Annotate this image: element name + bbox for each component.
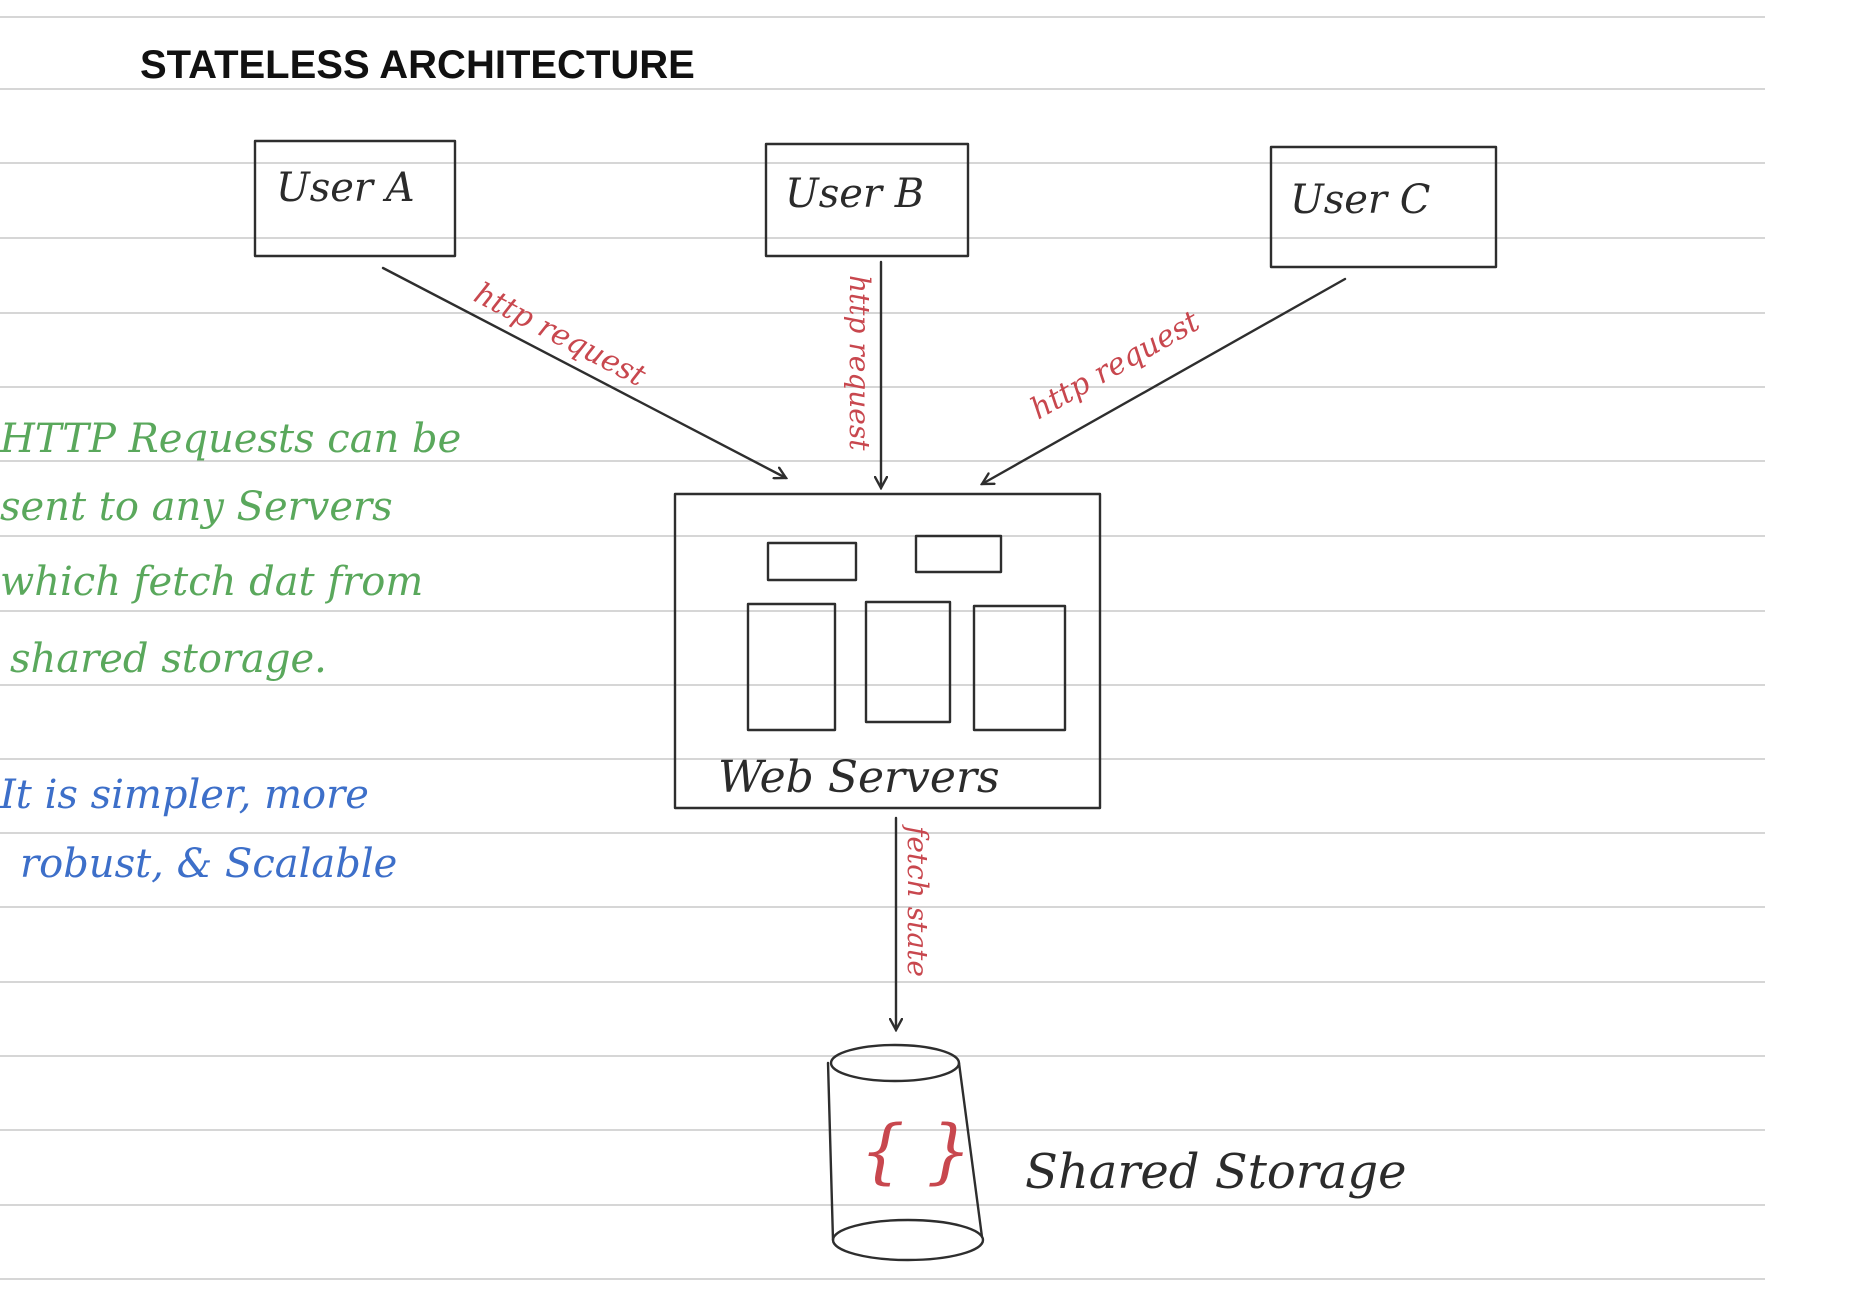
user-b-label: User B [785,171,924,217]
server-slot [914,534,1003,574]
user-a-label: User A [276,165,415,211]
user-a-node: User A [253,139,457,258]
blue-note-line: robust, & Scalable [20,841,397,887]
edge-label-user-a: http request [468,276,652,394]
shared-storage-node: { } [826,1043,985,1262]
json-braces-icon: { } [860,1110,971,1192]
edge-label-storage: fetch state [901,824,934,977]
edge-label-user-b: http request [843,275,876,451]
green-note-line: HTTP Requests can be [0,416,461,462]
blue-note: It is simpler, more robust, & Scalable [0,772,397,887]
server-unit [864,600,952,724]
user-c-label: User C [1290,177,1430,223]
shared-storage-label: Shared Storage [1025,1144,1407,1200]
server-unit [972,604,1067,732]
ruled-lines [0,16,1765,1280]
arrow-user-a-to-servers [381,266,786,478]
server-unit [746,602,837,732]
green-note: HTTP Requests can be sent to any Servers… [0,416,461,682]
web-servers-node: Web Servers [673,492,1102,810]
green-note-line: sent to any Servers [0,484,393,530]
green-note-line: shared storage. [10,636,327,682]
user-c-node: User C [1269,145,1498,269]
web-servers-label: Web Servers [718,752,1000,803]
green-note-line: which fetch dat from [0,559,423,605]
arrow-user-c-to-servers [982,277,1347,484]
page-title: STATELESS ARCHITECTURE [140,43,695,87]
server-slot [766,541,858,582]
user-b-node: User B [764,142,970,258]
blue-note-line: It is simpler, more [0,772,369,818]
